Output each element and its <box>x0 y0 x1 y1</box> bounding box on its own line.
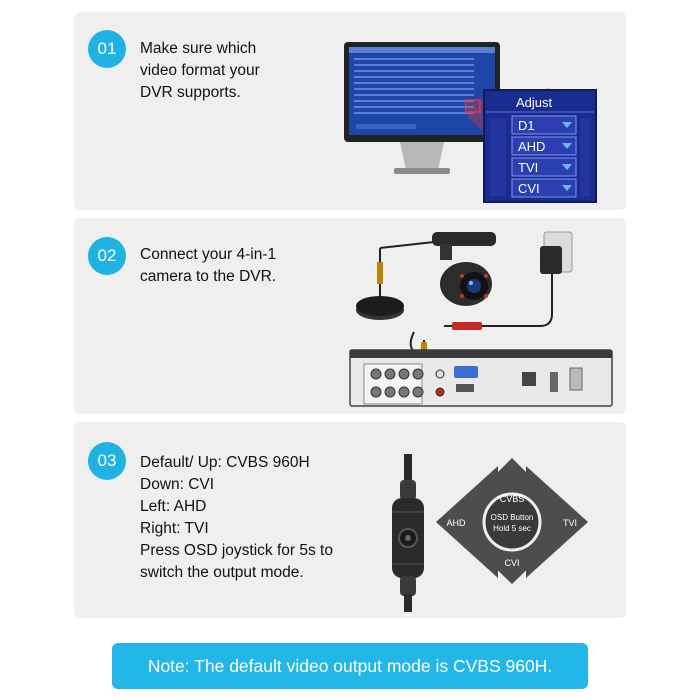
step-number-badge: 01 <box>88 30 126 68</box>
monitor-illustration: Adjust D1 AHD TVI CVI <box>344 42 597 203</box>
step-text-line: Press OSD joystick for 5s to <box>140 542 333 559</box>
adjust-menu-title: Adjust <box>516 95 553 110</box>
osd-joystick-cable <box>392 454 424 612</box>
step-text-line: switch the output mode. <box>140 564 304 581</box>
step-panel-1: 01 Make sure which video format your DVR… <box>74 12 626 210</box>
dropdown-arrow-icon <box>562 185 572 191</box>
adjust-option-row: AHD <box>511 136 577 156</box>
adjust-option-row: TVI <box>511 157 577 177</box>
dropdown-arrow-icon <box>562 122 572 128</box>
step-panel-3: 03 Default/ Up: CVBS 960H Down: CVI Left… <box>74 422 626 618</box>
default-mode-note: Note: The default video output mode is C… <box>112 643 588 689</box>
joystick-up-label: CVBS <box>500 494 525 504</box>
step-text-line: Right: TVI <box>140 520 209 537</box>
power-adapter <box>540 246 562 274</box>
adjust-option: D1 <box>518 118 535 133</box>
osd-button <box>482 492 542 552</box>
adjust-option: TVI <box>518 160 538 175</box>
osd-button-label-2: Hold 5 sec <box>493 524 531 533</box>
step-1-text: Make sure which video format your DVR su… <box>140 38 280 104</box>
right-arrow-icon <box>526 466 588 578</box>
step-text-line: DVR supports. <box>140 84 241 101</box>
dropdown-arrow-icon <box>562 164 572 170</box>
osd-direction-pad <box>436 458 588 584</box>
step-3-text: Default/ Up: CVBS 960H Down: CVI Left: A… <box>140 452 360 584</box>
step-text-line: camera to the DVR. <box>140 268 277 285</box>
camera-dvr-illustration <box>349 231 613 407</box>
joystick-right-label: TVI <box>563 518 577 528</box>
step-number-badge: 02 <box>88 237 126 275</box>
step-text-line: video format your <box>140 62 260 79</box>
adjust-option: CVI <box>518 181 540 196</box>
dvr-recorder <box>349 349 613 407</box>
monitor-screen <box>349 47 495 135</box>
step-text-line: Connect your 4-in-1 <box>140 246 277 263</box>
adjust-option-row: D1 <box>511 115 577 135</box>
step-text-line: Down: CVI <box>140 476 215 493</box>
adjust-option: AHD <box>518 139 545 154</box>
joystick-down-label: CVI <box>504 558 519 568</box>
adjust-option-row: CVI <box>511 178 577 198</box>
joystick-left-label: AHD <box>446 518 466 528</box>
step-panel-2: 02 Connect your 4-in-1 camera to the DVR… <box>74 218 626 414</box>
step-text-line: Make sure which <box>140 40 257 57</box>
step-text-line: Default/ Up: CVBS 960H <box>140 454 310 471</box>
step-2-text: Connect your 4-in-1 camera to the DVR. <box>140 244 300 288</box>
left-arrow-icon <box>436 466 498 578</box>
osd-button-label-1: OSD Button <box>491 513 534 522</box>
step-number-badge: 03 <box>88 442 126 480</box>
monitor-stand <box>400 142 444 170</box>
joystick-illustration: CVBS AHD TVI CVI OSD Button Hold 5 sec <box>392 454 588 612</box>
step-text-line: Left: AHD <box>140 498 207 515</box>
bullet-camera <box>432 232 496 306</box>
dropdown-arrow-icon <box>562 143 572 149</box>
